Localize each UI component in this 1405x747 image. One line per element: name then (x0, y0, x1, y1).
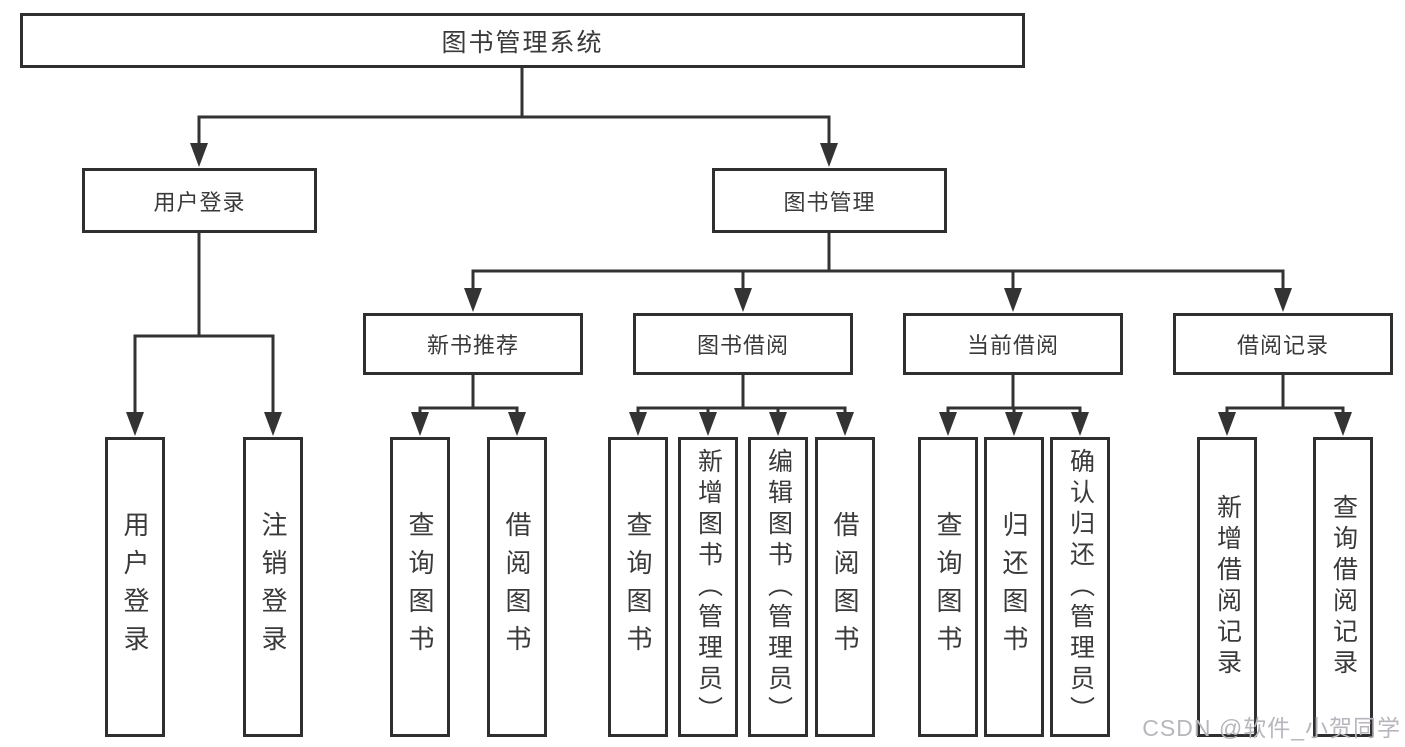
node-library-system: 图书管理系统 (20, 13, 1025, 68)
leaf-label: 查询借阅记录 (1329, 494, 1358, 680)
node-book-borrow: 图书借阅 (633, 313, 853, 375)
leaf-label: 编辑图书（管理员） (764, 447, 793, 727)
leaf-label: 借阅图书 (502, 511, 532, 663)
leaf-confirm-return-admin: 确认归还（管理员） (1050, 437, 1110, 737)
leaf-label: 新增图书（管理员） (694, 447, 723, 727)
leaf-label: 归还图书 (999, 511, 1029, 663)
leaf-user-login: 用户登录 (105, 437, 165, 737)
node-book-management: 图书管理 (712, 168, 947, 233)
leaf-label: 查询图书 (405, 511, 435, 663)
leaf-label: 注销登录 (258, 511, 288, 663)
leaf-logout: 注销登录 (243, 437, 303, 737)
node-new-book-recommend: 新书推荐 (363, 313, 583, 375)
leaf-label: 确认归还（管理员） (1066, 447, 1095, 727)
leaf-query-books-current: 查询图书 (918, 437, 978, 737)
leaf-edit-book-admin: 编辑图书（管理员） (748, 437, 808, 737)
leaf-label: 借阅图书 (830, 511, 860, 663)
leaf-label: 新增借阅记录 (1213, 494, 1242, 680)
leaf-add-borrow-record: 新增借阅记录 (1197, 437, 1257, 737)
leaf-label: 查询图书 (933, 511, 963, 663)
leaf-add-book-admin: 新增图书（管理员） (678, 437, 738, 737)
leaf-label: 用户登录 (120, 511, 150, 663)
leaf-return-book: 归还图书 (984, 437, 1044, 737)
leaf-query-books-recommend: 查询图书 (390, 437, 450, 737)
leaf-label: 查询图书 (623, 511, 653, 663)
node-current-borrow: 当前借阅 (903, 313, 1123, 375)
node-user-login: 用户登录 (82, 168, 317, 233)
node-borrow-records: 借阅记录 (1173, 313, 1393, 375)
csdn-watermark: CSDN @软件_小贺同学 (1142, 715, 1401, 741)
leaf-borrow-books: 借阅图书 (815, 437, 875, 737)
leaf-query-borrow-record: 查询借阅记录 (1313, 437, 1373, 737)
arrowheads (126, 143, 1352, 436)
leaf-borrow-books-recommend: 借阅图书 (487, 437, 547, 737)
leaf-query-books-borrow: 查询图书 (608, 437, 668, 737)
